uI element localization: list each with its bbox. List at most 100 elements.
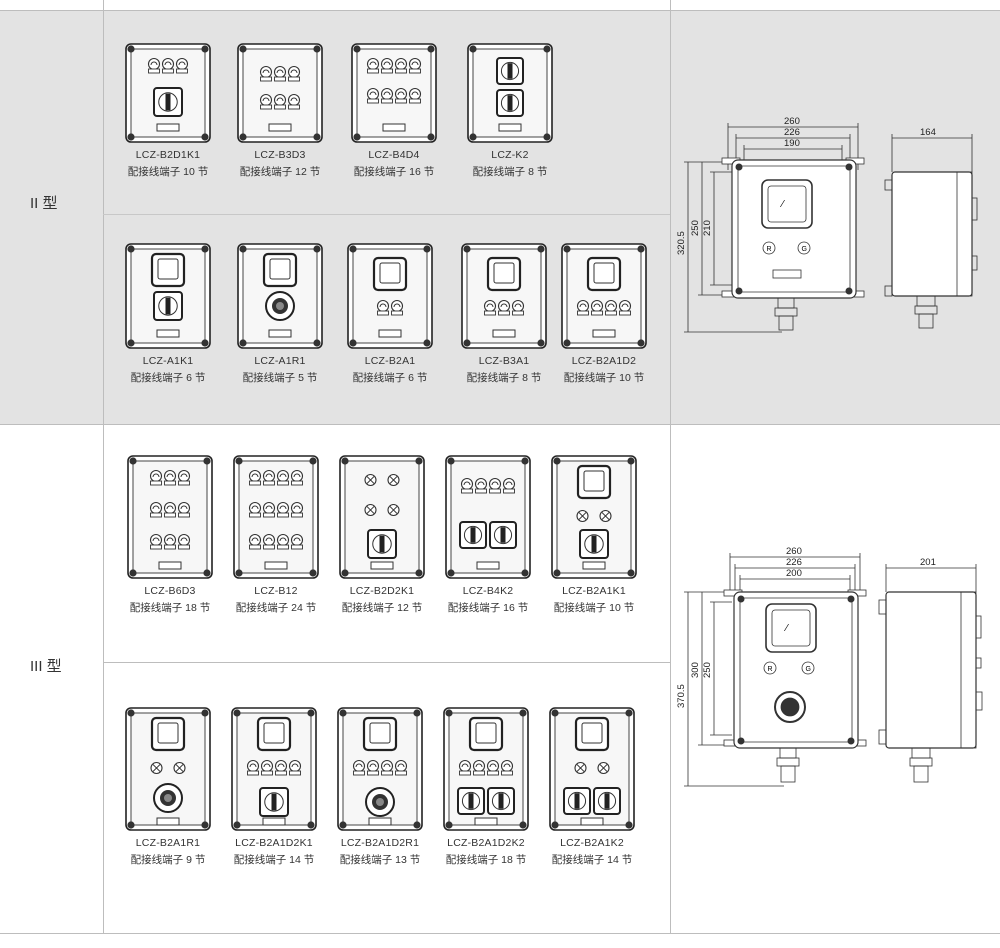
bolt-icon [203,569,211,577]
pushbutton-icon [408,57,422,74]
indicator-lamp-icon [150,761,163,775]
bolt-icon [201,133,209,141]
bolt-icon [447,569,455,577]
bolt-icon [233,821,241,829]
selector-switch-icon [487,787,515,815]
nameplate-icon [264,561,288,570]
model-name: LCZ-B2A1R1 [135,837,201,849]
enclosure-diagram [127,455,213,579]
pushbutton-icon [175,57,189,74]
bolt-icon [201,821,209,829]
terminal-count: 配接线端子 8 节 [472,166,548,178]
nameplate-icon [368,817,392,826]
ammeter-icon [468,716,504,752]
pushbutton-icon [248,501,262,518]
pushbutton-icon [149,533,163,550]
bolt-icon [625,709,633,717]
model-name: LCZ-B2A1D2 [571,355,637,367]
bolt-icon [551,821,559,829]
bolt-icon [551,709,559,717]
potentiometer-knob-icon [365,787,395,817]
nameplate-icon [492,329,516,338]
model-name: LCZ-B2D1K1 [135,149,201,161]
selector-switch-icon [259,787,289,817]
model-name: LCZ-K2 [491,149,529,161]
nameplate-icon [382,123,406,132]
model-card: LCZ-K2 配接线端子 8 节 [460,42,560,179]
pushbutton-icon [177,469,191,486]
enclosure-diagram [445,455,531,579]
bolt-icon [233,709,241,717]
pushbutton-icon [590,299,604,316]
enclosure-diagram [231,707,317,831]
dim-width-226: 226 [786,557,802,568]
pushbutton-icon [500,759,514,776]
pushbutton-icon [248,533,262,550]
terminal-count: 配接线端子 16 节 [353,166,435,178]
pushbutton-icon [273,65,287,82]
nameplate-icon [268,123,292,132]
bolt-icon [519,709,527,717]
nameplate-icon [580,817,604,826]
model-name: LCZ-B2A1 [364,355,416,367]
bolt-icon [203,457,211,465]
pushbutton-icon [260,759,274,776]
pushbutton-icon [163,533,177,550]
selector-switch-icon [496,89,524,117]
pushbutton-icon [262,501,276,518]
bolt-icon [341,569,349,577]
model-name: LCZ-B3A1 [478,355,530,367]
pushbutton-icon [576,299,590,316]
terminal-count: 配接线端子 24 节 [235,602,317,614]
indicator-lamp-icon [387,503,400,517]
enclosure-diagram [551,455,637,579]
enclosure-diagram [347,243,433,349]
bolt-icon [341,457,349,465]
lamp-r-label: R [768,666,773,673]
enclosure-diagram [233,455,319,579]
bolt-icon [309,569,317,577]
enclosure-diagram [549,707,635,831]
bolt-icon [309,457,317,465]
dim-depth: 201 [920,557,936,568]
model-card: LCZ-B2A1D2 配接线端子 10 节 [554,242,654,385]
bolt-icon [353,45,361,53]
enclosure-diagram [339,455,425,579]
bolt-icon [469,45,477,53]
terminal-count: 配接线端子 14 节 [551,854,633,866]
pushbutton-icon [604,299,618,316]
indicator-lamp-icon [574,761,587,775]
pushbutton-icon [276,533,290,550]
grid-divider [0,933,1000,934]
type-ii-label: II 型 [30,195,58,212]
terminal-count: 配接线端子 10 节 [563,372,645,384]
nameplate-icon [370,561,394,570]
pushbutton-icon [352,759,366,776]
pushbutton-icon [276,501,290,518]
pushbutton-icon [472,759,486,776]
indicator-lamp-icon [173,761,186,775]
nameplate-icon [474,817,498,826]
terminal-count: 配接线端子 10 节 [553,602,635,614]
dim-width-226: 226 [784,127,800,138]
enclosure-diagram [237,243,323,349]
pushbutton-icon [290,501,304,518]
nameplate-icon [156,329,180,338]
selector-switch-icon [593,787,621,815]
terminal-count: 配接线端子 18 节 [129,602,211,614]
nameplate-icon [582,561,606,570]
dim-width-190: 190 [784,138,800,149]
dim-width-260: 260 [786,546,802,557]
pushbutton-icon [259,65,273,82]
bolt-icon [521,569,529,577]
bolt-icon [339,821,347,829]
bolt-icon [625,821,633,829]
pushbutton-icon [262,469,276,486]
